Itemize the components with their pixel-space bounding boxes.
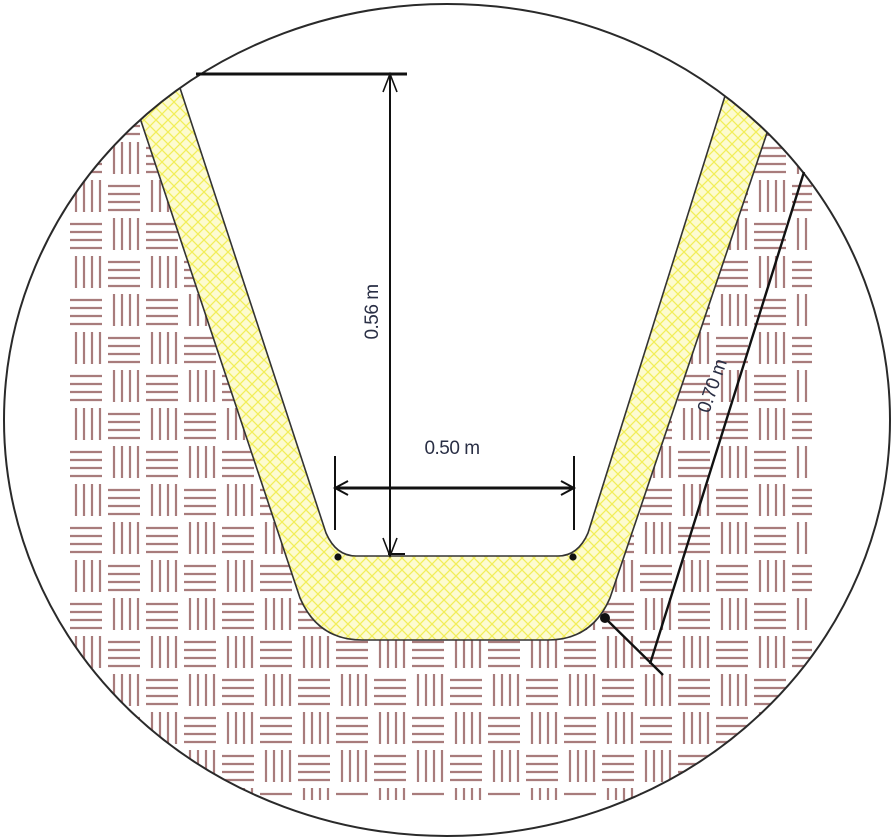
depth-dimension	[196, 71, 407, 559]
bottom-right-corner-marker	[569, 553, 577, 561]
section-clip-group	[68, 87, 812, 800]
concrete-lining	[139, 87, 769, 641]
bottom-width-dimension	[332, 456, 577, 530]
detail-circle-frame	[3, 3, 891, 837]
soil-hatched-area	[68, 100, 812, 800]
depth-label: 0.56 m	[362, 284, 383, 339]
bottom-width-label: 0.50 m	[424, 438, 479, 459]
side-length-dimension	[602, 171, 806, 676]
bottom-left-corner-marker	[334, 553, 342, 561]
